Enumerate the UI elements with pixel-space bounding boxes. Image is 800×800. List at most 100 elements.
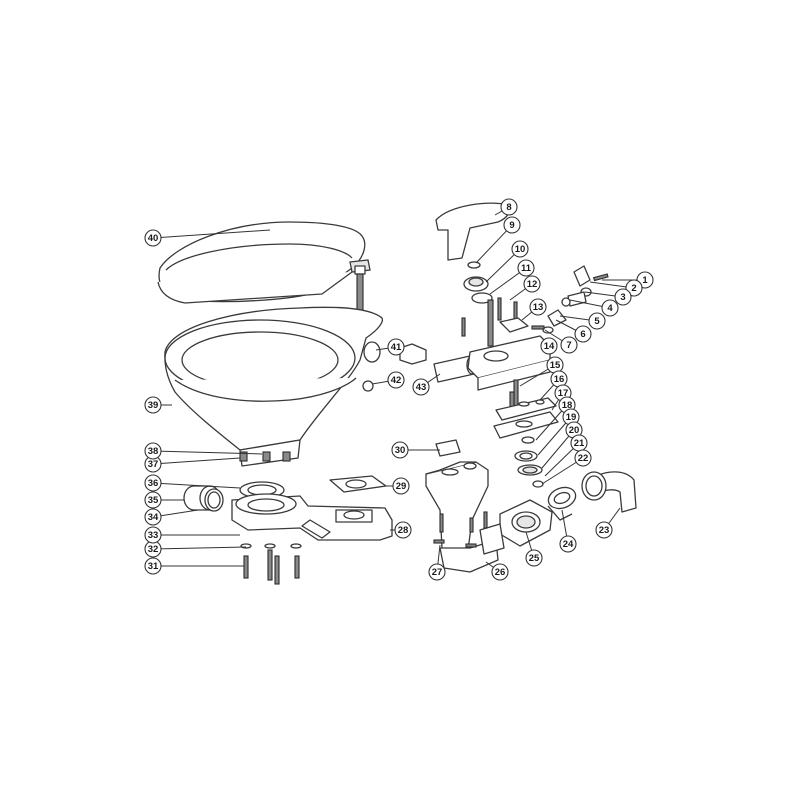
callout-28: 28 [394,521,412,539]
pump-base-gasket [329,475,387,493]
intake-cap [183,485,224,512]
callout-circle [144,508,162,526]
callout-10: 10 [511,240,529,258]
callout-circle [559,535,577,553]
callout-number: 14 [544,341,555,352]
callout-38: 38 [144,442,162,460]
callout-circle [144,442,162,460]
callout-number: 40 [148,233,159,244]
callout-number: 24 [563,539,574,550]
callout-circle [412,378,430,396]
callout-circle [523,275,541,293]
callout-circle [511,240,529,258]
callout-40: 40 [144,229,162,247]
callout-number: 16 [554,374,565,385]
piston-rod [487,299,494,347]
callout-number: 13 [533,302,544,313]
callout-number: 18 [562,400,573,411]
callout-27: 27 [428,563,446,581]
callout-circle [503,216,521,234]
callout-23: 23 [595,521,613,539]
pump-base [231,493,393,541]
callout-number: 29 [396,481,407,492]
callout-number: 42 [391,375,402,386]
callout-circle [387,371,405,389]
callout-25: 25 [525,549,543,567]
callout-circle [540,337,558,355]
callout-number: 30 [395,445,406,456]
callout-42: 42 [387,371,405,389]
callout-circle [588,312,606,330]
leader-line-32 [152,546,247,550]
callout-circle [529,298,547,316]
leader-line-37 [152,457,241,465]
callout-circle [394,521,412,539]
base-nuts [239,451,291,462]
callout-number: 11 [521,263,532,274]
callout-number: 26 [495,567,506,578]
callout-number: 6 [580,329,585,340]
callout-circle [560,336,578,354]
leader-line-40 [152,229,271,239]
callout-31: 31 [144,557,162,575]
callout-12: 12 [523,275,541,293]
callout-number: 21 [574,438,585,449]
callout-number: 2 [631,283,636,294]
callout-circle [525,549,543,567]
callout-3: 3 [614,288,632,306]
callout-29: 29 [392,477,410,495]
callout-number: 20 [569,425,580,436]
callout-circle [144,526,162,544]
toilet-lid [157,221,371,304]
callout-circle [144,474,162,492]
callout-number: 25 [529,553,540,564]
callout-15: 15 [546,356,564,374]
callout-number: 8 [506,202,511,213]
pump-top-gasket [435,439,461,457]
callout-number: 37 [148,459,159,470]
pump-cover [467,335,551,391]
callout-number: 34 [148,512,159,523]
callout-labels: 1234567891011121314151617181920212223242… [144,198,654,581]
callout-number: 5 [594,316,600,327]
callout-number: 41 [391,342,402,353]
callout-7: 7 [560,336,578,354]
callout-8: 8 [500,198,518,216]
valve-washers [514,436,544,488]
callout-26: 26 [491,563,509,581]
outlet-flange [499,499,553,547]
callout-number: 22 [578,453,589,464]
callout-circle [144,491,162,509]
cap-seal [471,292,493,304]
callout-circle [614,288,632,306]
callout-circle [387,338,405,356]
callout-number: 38 [148,446,159,457]
callout-number: 35 [148,495,159,506]
callout-circle [574,325,592,343]
callout-35: 35 [144,491,162,509]
base-washers [240,543,302,549]
callout-24: 24 [559,535,577,553]
callout-number: 33 [148,530,159,541]
base-bolts [243,549,300,585]
hinge-bolt [354,265,366,311]
callout-number: 31 [148,561,159,572]
callout-number: 3 [620,292,625,303]
outlet-flap-valve [547,486,577,521]
leader-line-9 [475,224,513,264]
callout-circle [601,299,619,317]
callout-43: 43 [412,378,430,396]
callout-34: 34 [144,508,162,526]
callout-number: 27 [432,567,443,578]
callout-number: 39 [148,400,159,411]
callout-number: 7 [566,340,571,351]
callout-41: 41 [387,338,405,356]
callout-11: 11 [517,259,535,277]
pump-body [425,461,505,573]
callout-9: 9 [503,216,521,234]
selector-cam [531,309,567,334]
callout-circle [491,563,509,581]
callout-6: 6 [574,325,592,343]
callout-circle [144,229,162,247]
